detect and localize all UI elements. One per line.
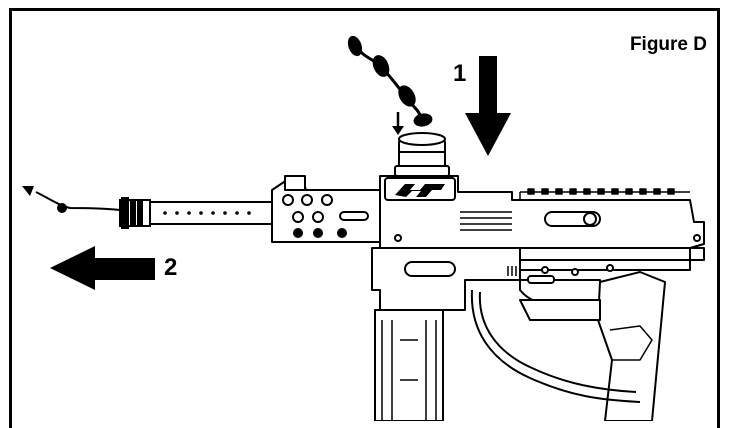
arrow-left-icon [50,246,155,290]
step-2-number: 2 [164,254,178,281]
barrel [119,197,273,229]
barrel-cleaner-line-icon [22,186,121,213]
arrow-down-icon [465,56,511,156]
figure-label: Figure D [629,34,707,55]
marker-body [271,175,705,421]
small-arrow-down-icon [392,112,404,135]
step-1-number: 1 [453,60,467,87]
jt-logo-icon [395,184,445,197]
feed-neck [394,132,450,177]
squeegee-cleaner-icon [347,35,433,127]
